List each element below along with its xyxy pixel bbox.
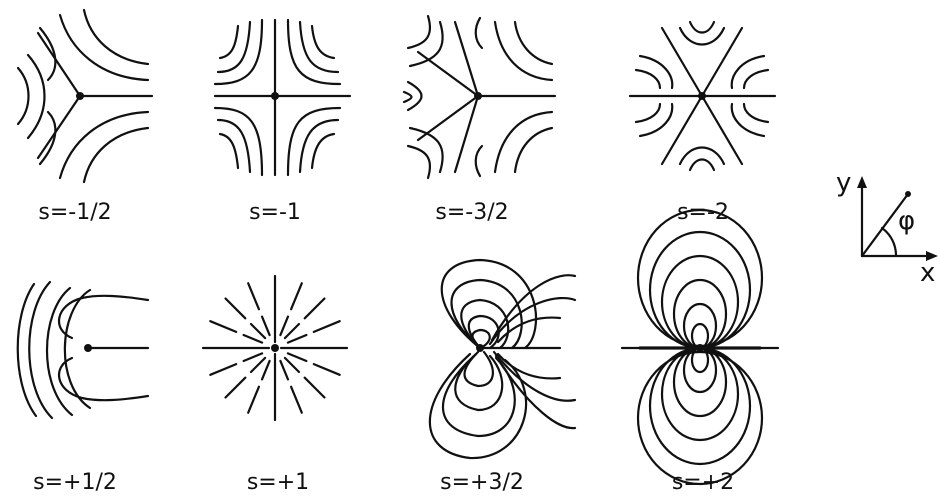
radial-director-segment (224, 376, 247, 399)
defect-core-s-plus-half (84, 344, 92, 352)
radial-director-segment (312, 320, 341, 333)
radial-director-segment (290, 282, 303, 311)
radial-director-segment (286, 333, 308, 344)
angle-arc (880, 226, 898, 258)
radial-director-segment (249, 322, 267, 340)
coordinate-axes (857, 176, 938, 261)
defect-core-s-minus-one (271, 92, 279, 100)
radial-director-segment (283, 356, 301, 374)
defect-label: s=+2 (671, 470, 735, 495)
radial-director-segment (312, 363, 341, 376)
x-axis-label: x (920, 258, 936, 288)
angle-label: φ (898, 206, 916, 236)
defect-core-s-plus-one (271, 344, 279, 352)
angle-ray-point (905, 191, 911, 197)
radial-director-segment (249, 356, 267, 374)
radial-director-segment (303, 376, 326, 399)
radial-director-segment (286, 352, 308, 363)
defect-label: s=-2 (677, 200, 729, 225)
radial-director-segment (283, 322, 301, 340)
x-axis-arrow (926, 251, 938, 261)
defect-pattern-s-plus-half (16, 280, 150, 420)
defect-label: s=+3/2 (440, 470, 524, 495)
radial-director-segment (209, 363, 238, 376)
radial-director-segment (290, 385, 303, 414)
defect-label: s=-3/2 (435, 200, 509, 225)
radial-director-segment (279, 359, 290, 381)
defect-pattern-s-plus-one (201, 274, 349, 422)
defect-pattern-s-minus-three-halves (402, 14, 557, 180)
radial-director-segment (242, 352, 264, 363)
defect-label: s=-1 (249, 200, 301, 225)
radial-director-segment (209, 320, 238, 333)
y-axis-arrow (857, 176, 867, 188)
angle-ray (860, 192, 910, 258)
defect-pattern-s-minus-one (213, 18, 352, 177)
defect-core-s-plus-three-halves (476, 344, 484, 352)
radial-director-segment (260, 359, 271, 381)
defect-pattern-s-plus-three-halves (428, 258, 577, 460)
radial-director-segment (242, 333, 264, 344)
radial-director-segment (260, 315, 271, 337)
radial-director-segment (247, 282, 260, 311)
defect-label: s=+1/2 (33, 470, 117, 495)
radial-director-segment (279, 315, 290, 337)
defect-core-s-plus-two (696, 344, 704, 352)
defect-label: s=-1/2 (38, 200, 112, 225)
y-axis-label: y (836, 168, 852, 198)
radial-director-segment (303, 297, 326, 320)
defect-core-s-minus-two (698, 92, 706, 100)
radial-director-segment (224, 297, 247, 320)
defect-pattern-s-minus-half (16, 8, 154, 184)
defect-label: s=+1 (246, 470, 310, 495)
defect-core-s-minus-three-halves (474, 92, 482, 100)
radial-director-segment (247, 385, 260, 414)
defect-core-s-minus-half (76, 92, 84, 100)
